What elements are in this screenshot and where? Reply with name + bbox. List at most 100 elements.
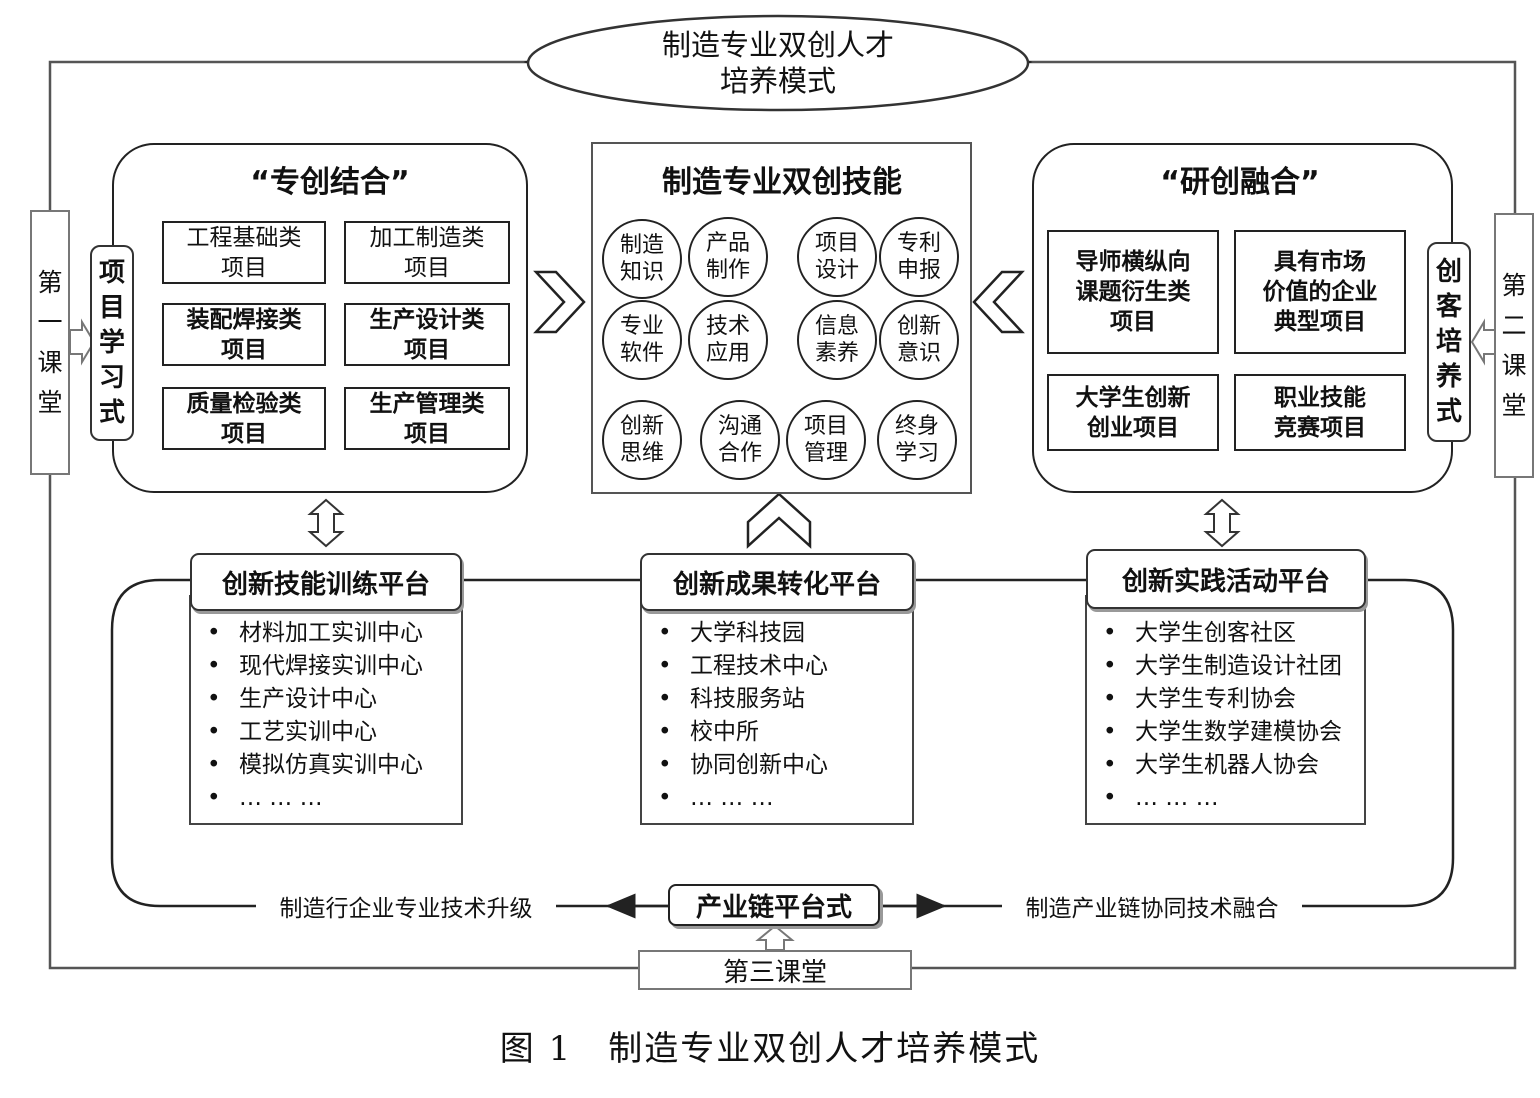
skill-4-line1: 专利 <box>896 231 941 256</box>
right-mode-char-3: 培 <box>1435 326 1462 357</box>
left-item-5-line1: 质量检验类 <box>186 390 302 417</box>
platform-1-item-5: 模拟仿真实训中心 <box>191 749 461 782</box>
skill-1-line2: 知识 <box>619 260 664 285</box>
right-item-1-line1: 导师横纵向 <box>1075 249 1191 275</box>
right-item-1-line2: 课题衍生类 <box>1075 279 1191 305</box>
left-item-5: 质量检验类 项目 <box>162 387 326 450</box>
skill-7-line2: 素养 <box>814 341 859 366</box>
right-item-2-line1: 具有市场 <box>1274 249 1366 275</box>
skill-circle-5: 专业 软件 <box>602 300 682 380</box>
industry-chain-platform-box: 产业链平台式 <box>668 884 880 926</box>
skill-circle-1: 制造 知识 <box>602 219 682 299</box>
left-item-2-line2: 项目 <box>404 254 450 281</box>
platform-2-list: 大学科技园 工程技术中心 科技服务站 校中所 协同创新中心 … … … <box>640 595 914 825</box>
skill-11-line1: 项目 <box>803 414 848 439</box>
left-item-2: 加工制造类 项目 <box>344 221 510 284</box>
skill-8-line1: 创新 <box>896 314 941 339</box>
skill-6-line2: 应用 <box>705 341 750 366</box>
skill-12-line2: 学习 <box>894 441 939 466</box>
skill-11-line2: 管理 <box>803 441 848 466</box>
first-classroom-char-3: 课 <box>37 347 63 377</box>
platform-2-item-6: … … … <box>642 782 912 815</box>
skill-4-line2: 申报 <box>896 258 941 283</box>
left-panel-title: “专创结合” <box>250 165 410 200</box>
skill-9-line1: 创新 <box>619 414 664 439</box>
chain-right-label: 制造产业链协同技术融合 <box>1002 888 1302 924</box>
platform-3-title: 创新实践活动平台 <box>1086 549 1366 609</box>
skill-10-line1: 沟通 <box>717 414 762 439</box>
chain-left-label: 制造行企业专业技术升级 <box>256 888 556 924</box>
left-item-5-line2: 项目 <box>221 420 267 447</box>
platform-3-list: 大学生创客社区 大学生制造设计社团 大学生专利协会 大学生数学建模协会 大学生机… <box>1085 595 1366 825</box>
bottom-up-arrow <box>755 924 795 951</box>
right-item-1: 导师横纵向 课题衍生类 项目 <box>1047 230 1219 354</box>
right-item-2-line2: 价值的企业 <box>1262 279 1378 305</box>
left-double-arrow <box>307 498 345 548</box>
platform-3-item-6: … … … <box>1087 782 1364 815</box>
left-chevron <box>533 270 586 334</box>
right-item-3: 大学生创新 创业项目 <box>1047 374 1219 451</box>
skill-12-line1: 终身 <box>894 414 939 439</box>
right-item-4-line1: 职业技能 <box>1274 384 1366 411</box>
right-mode-char-1: 创 <box>1435 256 1462 287</box>
skill-3-line1: 项目 <box>814 231 859 256</box>
second-classroom-label: 第 二 课 堂 <box>1494 213 1534 478</box>
skill-circle-4: 专利 申报 <box>879 217 959 297</box>
maker-training-mode-box: 创 客 培 养 式 <box>1427 242 1471 442</box>
platform-1-list: 材料加工实训中心 现代焊接实训中心 生产设计中心 工艺实训中心 模拟仿真实训中心… <box>189 595 463 825</box>
skill-7-line1: 信息 <box>814 314 859 339</box>
right-mode-char-2: 客 <box>1435 291 1462 322</box>
right-item-1-line3: 项目 <box>1110 309 1156 335</box>
right-item-4: 职业技能 竞赛项目 <box>1234 374 1406 451</box>
right-double-arrow <box>1203 498 1241 548</box>
left-item-2-line1: 加工制造类 <box>369 224 485 251</box>
right-item-2: 具有市场 价值的企业 典型项目 <box>1234 230 1406 354</box>
first-classroom-label: 第 一 课 堂 <box>30 210 70 475</box>
skill-circle-3: 项目 设计 <box>797 217 877 297</box>
platform-1-item-3: 生产设计中心 <box>191 683 461 716</box>
right-chevron <box>972 270 1025 334</box>
left-item-4-line1: 生产设计类 <box>369 306 485 333</box>
platform-3-item-4: 大学生数学建模协会 <box>1087 716 1364 749</box>
first-classroom-char-1: 第 <box>37 267 63 297</box>
first-classroom-char-4: 堂 <box>37 387 63 417</box>
left-item-6-line2: 项目 <box>404 420 450 447</box>
right-item-3-line2: 创业项目 <box>1087 414 1179 441</box>
skill-circle-9: 创新 思维 <box>602 400 682 480</box>
platform-1-item-6: … … … <box>191 782 461 815</box>
skill-5-line1: 专业 <box>619 314 664 339</box>
skill-8-line2: 意识 <box>896 341 941 366</box>
left-mode-char-1: 项 <box>98 257 125 288</box>
platform-3-item-1: 大学生创客社区 <box>1087 617 1364 650</box>
skill-circle-7: 信息 素养 <box>797 300 877 380</box>
platform-3-item-3: 大学生专利协会 <box>1087 683 1364 716</box>
center-panel-title: 制造专业双创技能 <box>662 165 902 200</box>
left-item-6-line1: 生产管理类 <box>369 390 485 417</box>
platform-2-item-1: 大学科技园 <box>642 617 912 650</box>
figure-caption: 图 1 制造专业双创人才培养模式 <box>499 1028 1041 1069</box>
left-item-1-line2: 项目 <box>221 254 267 281</box>
right-mode-char-5: 式 <box>1435 396 1462 427</box>
title-oval: 制造专业双创人才 培养模式 <box>526 14 1030 112</box>
left-mode-char-5: 式 <box>98 397 125 428</box>
up-chevron <box>746 492 812 549</box>
skill-5-line2: 软件 <box>619 341 664 366</box>
first-classroom-char-2: 一 <box>37 307 63 337</box>
project-learning-mode-box: 项 目 学 习 式 <box>90 245 134 441</box>
platform-1-item-4: 工艺实训中心 <box>191 716 461 749</box>
platform-1-item-1: 材料加工实训中心 <box>191 617 461 650</box>
left-mode-char-3: 学 <box>98 327 125 358</box>
left-item-4-line2: 项目 <box>404 336 450 363</box>
platform-2-item-4: 校中所 <box>642 716 912 749</box>
platform-2-item-5: 协同创新中心 <box>642 749 912 782</box>
skill-circle-12: 终身 学习 <box>877 400 957 480</box>
skill-10-line2: 合作 <box>717 441 762 466</box>
left-item-3: 装配焊接类 项目 <box>162 303 326 366</box>
platform-2-title: 创新成果转化平台 <box>640 553 914 611</box>
second-classroom-char-4: 堂 <box>1501 390 1527 420</box>
right-mode-char-4: 养 <box>1435 361 1462 392</box>
skill-2-line1: 产品 <box>705 231 750 256</box>
title-line-1: 制造专业双创人才 <box>661 28 894 62</box>
